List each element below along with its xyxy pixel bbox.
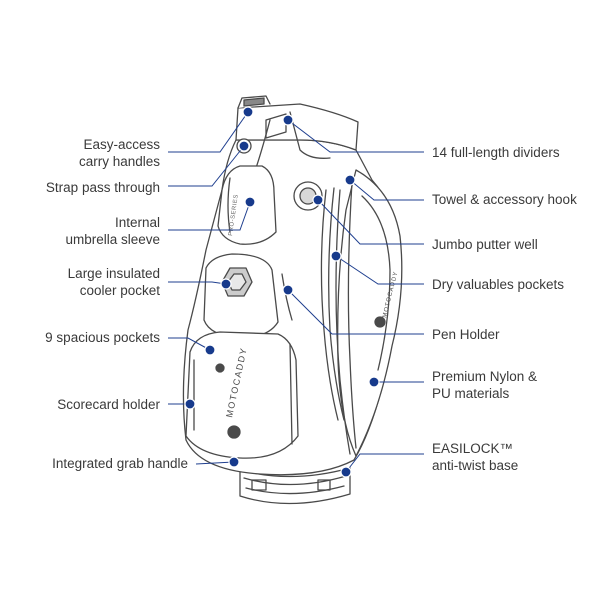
dot-scorecard xyxy=(184,398,196,410)
label-carry-handles-line1: Easy-access xyxy=(83,137,160,152)
label-umbrella: Internal umbrella sleeve xyxy=(65,214,160,248)
dot-umbrella xyxy=(244,196,256,208)
leader-strap xyxy=(168,145,245,187)
label-cooler-line1: Large insulated xyxy=(67,266,160,281)
dot-pen xyxy=(282,284,294,296)
leader-dry xyxy=(335,255,424,285)
label-grab: Integrated grab handle xyxy=(52,455,188,472)
label-pockets: 9 spacious pockets xyxy=(45,329,160,346)
label-strap: Strap pass through xyxy=(46,179,160,196)
label-nylon: Premium Nylon & PU materials xyxy=(432,368,537,402)
golf-bag-illustration xyxy=(182,95,403,505)
label-easilock-line1: EASILOCK™ xyxy=(432,441,514,456)
dot-dividers xyxy=(282,114,294,126)
label-dry-line1: Dry valuables pockets xyxy=(432,277,565,292)
label-dividers-line1: 14 full-length dividers xyxy=(432,145,560,160)
label-nylon-line2: PU materials xyxy=(432,386,510,401)
label-scorecard: Scorecard holder xyxy=(57,396,160,413)
dot-easilock xyxy=(340,466,352,478)
label-towel: Towel & accessory hook xyxy=(432,191,577,208)
leader-grab xyxy=(195,461,235,465)
side-logo-mark xyxy=(374,316,386,328)
leader-easilock xyxy=(345,453,424,473)
dot-pockets xyxy=(204,344,216,356)
leader-pockets xyxy=(168,337,211,351)
dot-dry xyxy=(330,250,342,262)
label-pockets-line1: 9 spacious pockets xyxy=(45,330,160,345)
label-grab-line1: Integrated grab handle xyxy=(52,456,188,471)
logo-mark xyxy=(227,425,241,439)
dot-putter xyxy=(312,194,324,206)
leader-putter xyxy=(317,199,424,245)
leader-umbrella xyxy=(168,201,251,231)
label-putter-line1: Jumbo putter well xyxy=(432,237,538,252)
dot-strap xyxy=(238,140,250,152)
leader-carry-handles xyxy=(168,111,249,153)
label-pen: Pen Holder xyxy=(432,326,500,343)
label-dry: Dry valuables pockets xyxy=(432,276,564,293)
dot-towel xyxy=(344,174,356,186)
label-nylon-line1: Premium Nylon & xyxy=(432,369,538,384)
label-umbrella-line1: Internal xyxy=(114,215,160,230)
dot-nylon xyxy=(368,376,380,388)
dot-carry-handles xyxy=(242,106,254,118)
front-pocket xyxy=(185,331,299,459)
label-pen-line1: Pen Holder xyxy=(432,327,500,342)
bag-base xyxy=(239,467,351,505)
label-scorecard-line1: Scorecard holder xyxy=(57,397,160,412)
label-cooler-line2: cooler pocket xyxy=(79,283,160,298)
dot-grab xyxy=(228,456,240,468)
leader-pen xyxy=(287,289,424,335)
leader-towel xyxy=(349,179,424,201)
label-strap-line1: Strap pass through xyxy=(45,180,160,195)
label-dividers: 14 full-length dividers xyxy=(432,144,560,161)
side-panel xyxy=(337,169,403,457)
pocket-tag-text: PRO-SERIES xyxy=(228,194,240,236)
leader-dividers xyxy=(287,119,424,153)
label-easilock: EASILOCK™ anti-twist base xyxy=(432,440,518,474)
label-carry-handles: Easy-access carry handles xyxy=(79,136,160,170)
label-easilock-line2: anti-twist base xyxy=(432,458,519,473)
label-umbrella-line2: umbrella sleeve xyxy=(65,232,160,247)
label-towel-line1: Towel & accessory hook xyxy=(432,192,577,207)
dot-cooler xyxy=(220,278,232,290)
label-cooler: Large insulated cooler pocket xyxy=(68,265,160,299)
label-putter: Jumbo putter well xyxy=(432,236,538,253)
label-carry-handles-line2: carry handles xyxy=(78,154,160,169)
